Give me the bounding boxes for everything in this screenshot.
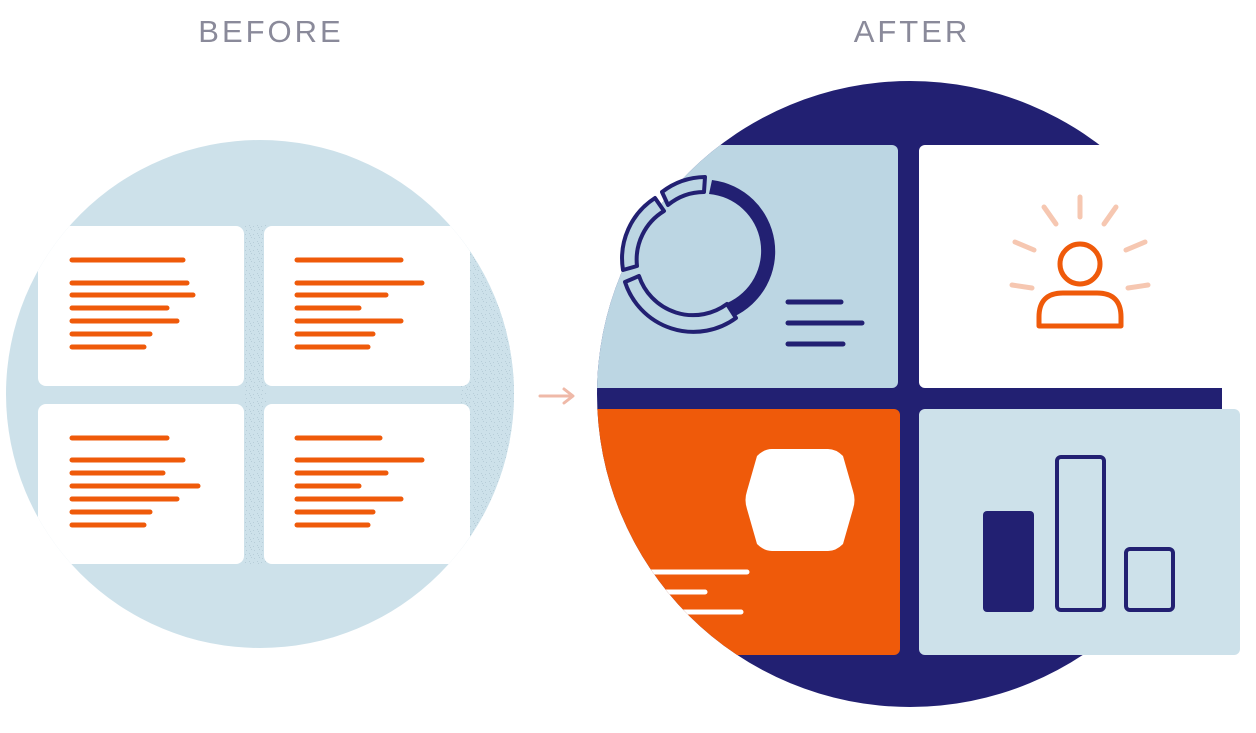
after-tile-donut	[597, 145, 898, 388]
user-highlight-icon	[1009, 194, 1151, 329]
hexagon-icon	[745, 449, 855, 551]
before-card-4	[264, 404, 470, 564]
before-card-1	[38, 226, 244, 386]
after-label: AFTER	[853, 14, 971, 49]
after-tile-person	[919, 145, 1239, 388]
before-card-3	[38, 404, 244, 564]
bar-chart-icon	[983, 455, 1175, 612]
after-tile-bars	[919, 409, 1240, 655]
before-label: BEFORE	[198, 14, 344, 49]
before-panel	[6, 140, 514, 648]
before-speckle-gap	[244, 225, 266, 565]
arrow-right-icon	[538, 387, 575, 405]
donut-chart-icon	[620, 175, 865, 347]
before-card-2	[264, 226, 470, 386]
after-tile-hexagon	[597, 409, 900, 655]
after-panel	[597, 81, 1256, 707]
